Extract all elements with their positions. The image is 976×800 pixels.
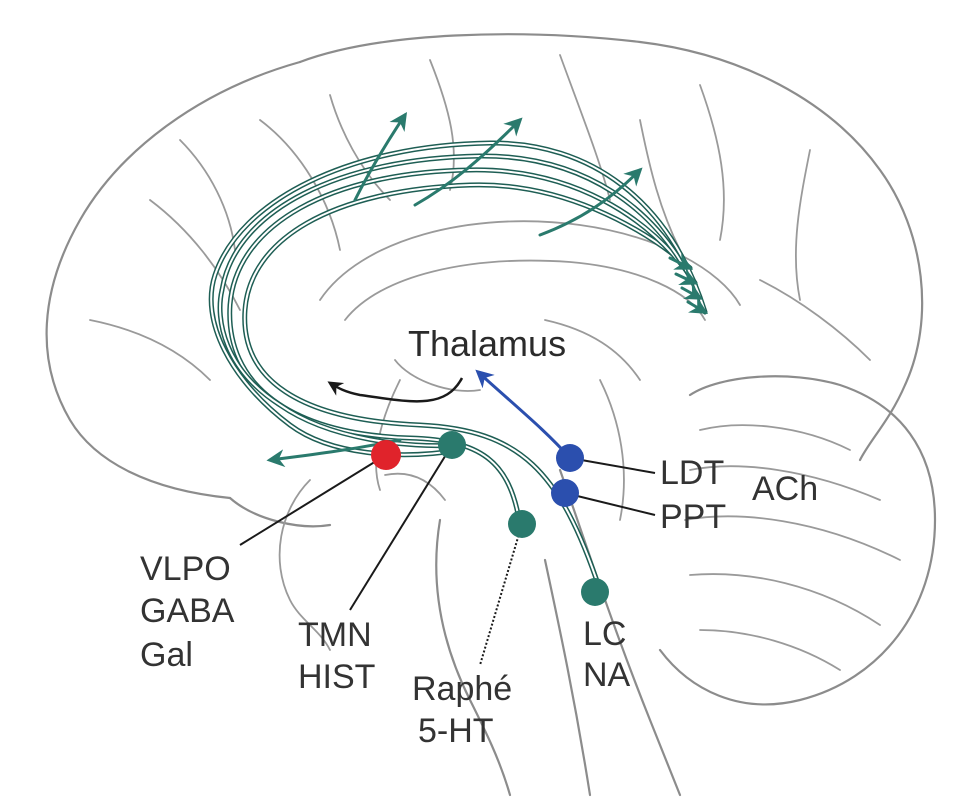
- cholinergic-tract: [475, 369, 572, 459]
- lc-label: LC: [583, 615, 626, 653]
- tmn-nucleus: [438, 431, 466, 459]
- ach-group-label: ACh: [752, 470, 818, 508]
- thalamus-label: Thalamus: [408, 323, 566, 364]
- ldt-nucleus: [556, 444, 584, 472]
- nuclei: [371, 431, 609, 606]
- vlpo-nucleus: [371, 440, 401, 470]
- ldt-label: LDT: [660, 454, 724, 492]
- raphe-neurotransmitter: 5-HT: [418, 712, 494, 750]
- vlpo-label: VLPO: [140, 550, 231, 588]
- raphe-nucleus: [508, 510, 536, 538]
- tmn-neurotransmitter: HIST: [298, 658, 375, 696]
- lc-nucleus: [581, 578, 609, 606]
- ppt-nucleus: [551, 479, 579, 507]
- labels: Thalamus VLPO GABA Gal TMN HIST Raphé 5-…: [140, 323, 818, 750]
- ppt-label: PPT: [660, 498, 726, 536]
- brain-outline: [45, 33, 937, 797]
- leader-lines: [239, 444, 656, 666]
- lc-neurotransmitter: NA: [583, 656, 631, 694]
- vlpo-neurotransmitter-2: Gal: [140, 636, 193, 674]
- vlpo-neurotransmitter-1: GABA: [140, 592, 235, 630]
- hypothalamic-arrow: [327, 377, 464, 403]
- tmn-label: TMN: [298, 616, 372, 654]
- raphe-label: Raphé: [412, 670, 512, 708]
